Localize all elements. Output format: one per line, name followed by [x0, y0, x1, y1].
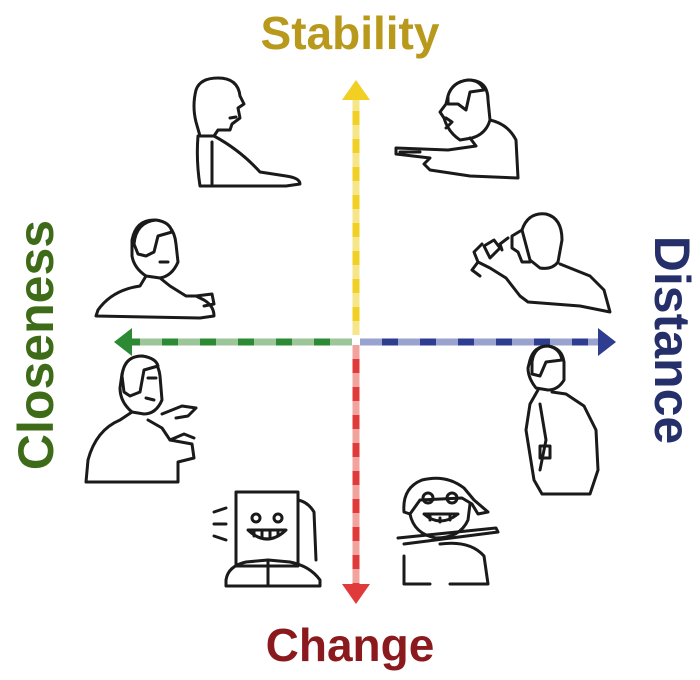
stern-woman-icon	[192, 76, 302, 188]
stability-arrow	[342, 80, 370, 335]
distance-arrow	[360, 328, 616, 356]
reaching-man-icon	[94, 218, 216, 320]
change-label: Change	[265, 619, 435, 671]
closeness-arrow	[114, 328, 352, 356]
gesturing-man-icon	[84, 354, 198, 484]
pointing-man-icon	[394, 78, 520, 180]
stability-label: Stability	[260, 7, 440, 59]
smiling-mask-man-icon	[212, 490, 322, 588]
smiling-woman-icon	[396, 476, 500, 586]
closeness-label: Closeness	[8, 219, 64, 471]
change-arrow	[342, 345, 370, 604]
pleading-woman-icon	[470, 212, 612, 314]
turned-away-man-icon	[524, 344, 600, 496]
distance-label: Distance	[644, 235, 700, 445]
